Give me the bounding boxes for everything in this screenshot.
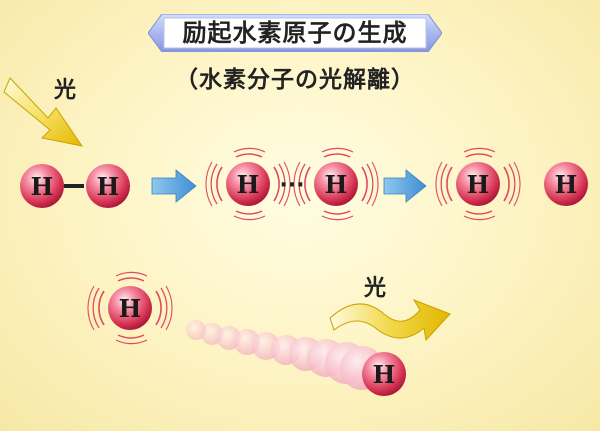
atom-excited-right: [314, 162, 358, 206]
atom-pair-bonded-left: [20, 164, 64, 208]
page-subtitle: （水素分子の光解離）: [175, 67, 415, 93]
title-banner: 励起水素原子の生成: [148, 14, 442, 52]
atom-label: H: [237, 170, 260, 199]
light-label-incoming: 光: [54, 78, 77, 103]
dissociation-dots: ···: [279, 173, 304, 198]
motion-trail: [186, 320, 384, 390]
process-arrow-2: [383, 169, 427, 203]
atom-label: H: [325, 170, 348, 199]
light-arrow-incoming: [3, 77, 84, 147]
atom-label: H: [373, 360, 396, 389]
atom-excited-bottom: [108, 286, 152, 330]
light-arrow-outgoing: [329, 299, 451, 342]
atom-label: H: [467, 170, 490, 199]
atom-label: H: [97, 172, 120, 201]
atom-pair-bonded-right: [86, 164, 130, 208]
atom-separated-excited: [456, 162, 500, 206]
atom-separated-ground: [544, 162, 588, 206]
process-arrow-1: [151, 169, 197, 203]
atom-excited-left: [226, 162, 270, 206]
atom-label: H: [555, 170, 578, 199]
atom-label: H: [31, 172, 54, 201]
page-title: 励起水素原子の生成: [182, 19, 408, 47]
light-label-outgoing: 光: [364, 276, 387, 301]
atom-moving: [362, 352, 406, 396]
atom-label: H: [119, 294, 142, 323]
